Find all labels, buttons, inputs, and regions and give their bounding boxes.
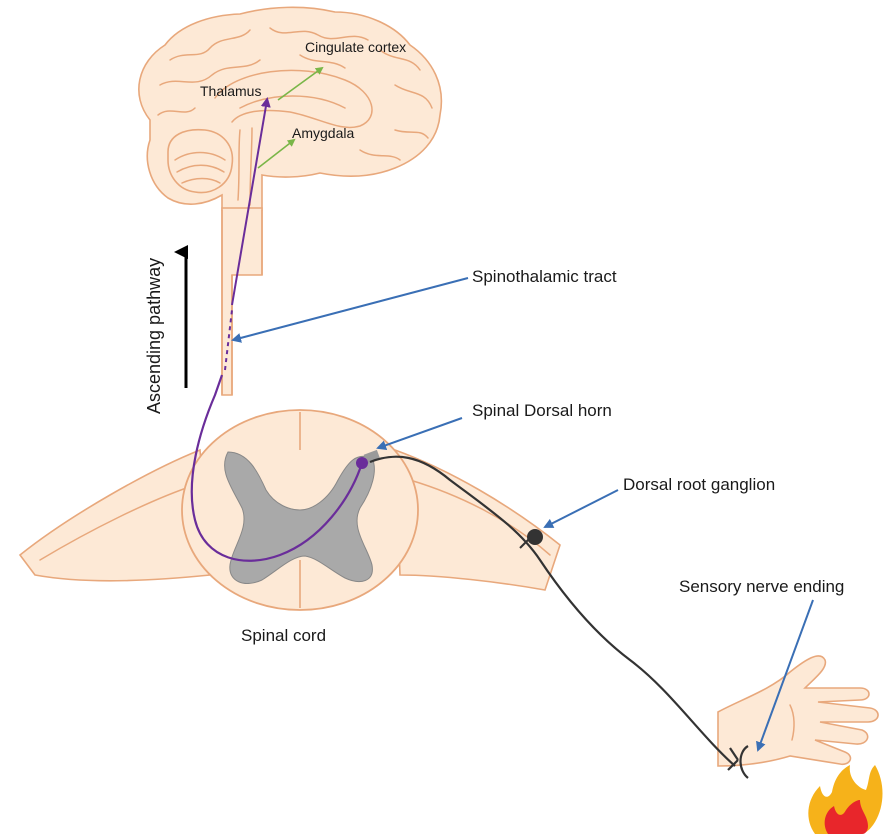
dorsal-horn-synapse (356, 457, 368, 469)
flame-icon (808, 765, 882, 834)
hand (718, 656, 878, 766)
label-spinal-cord: Spinal cord (241, 626, 326, 645)
pointer-drg (545, 490, 618, 527)
label-spinal-dorsal-horn: Spinal Dorsal horn (472, 401, 612, 420)
label-ascending-pathway: Ascending pathway (144, 258, 164, 414)
pointer-spinothalamic (233, 278, 468, 340)
label-spinothalamic-tract: Spinothalamic tract (472, 267, 617, 286)
label-cingulate-cortex: Cingulate cortex (305, 39, 406, 55)
dorsal-root-ganglion-cell (527, 529, 543, 545)
spinal-column (222, 208, 262, 395)
pointer-dorsal-horn (378, 418, 462, 448)
label-amygdala: Amygdala (292, 125, 354, 141)
spinal-cord-section (20, 410, 560, 610)
label-dorsal-root-ganglion: Dorsal root ganglion (623, 475, 775, 494)
brain (139, 7, 442, 210)
label-sensory-nerve-ending: Sensory nerve ending (679, 577, 844, 596)
label-thalamus: Thalamus (200, 83, 261, 99)
